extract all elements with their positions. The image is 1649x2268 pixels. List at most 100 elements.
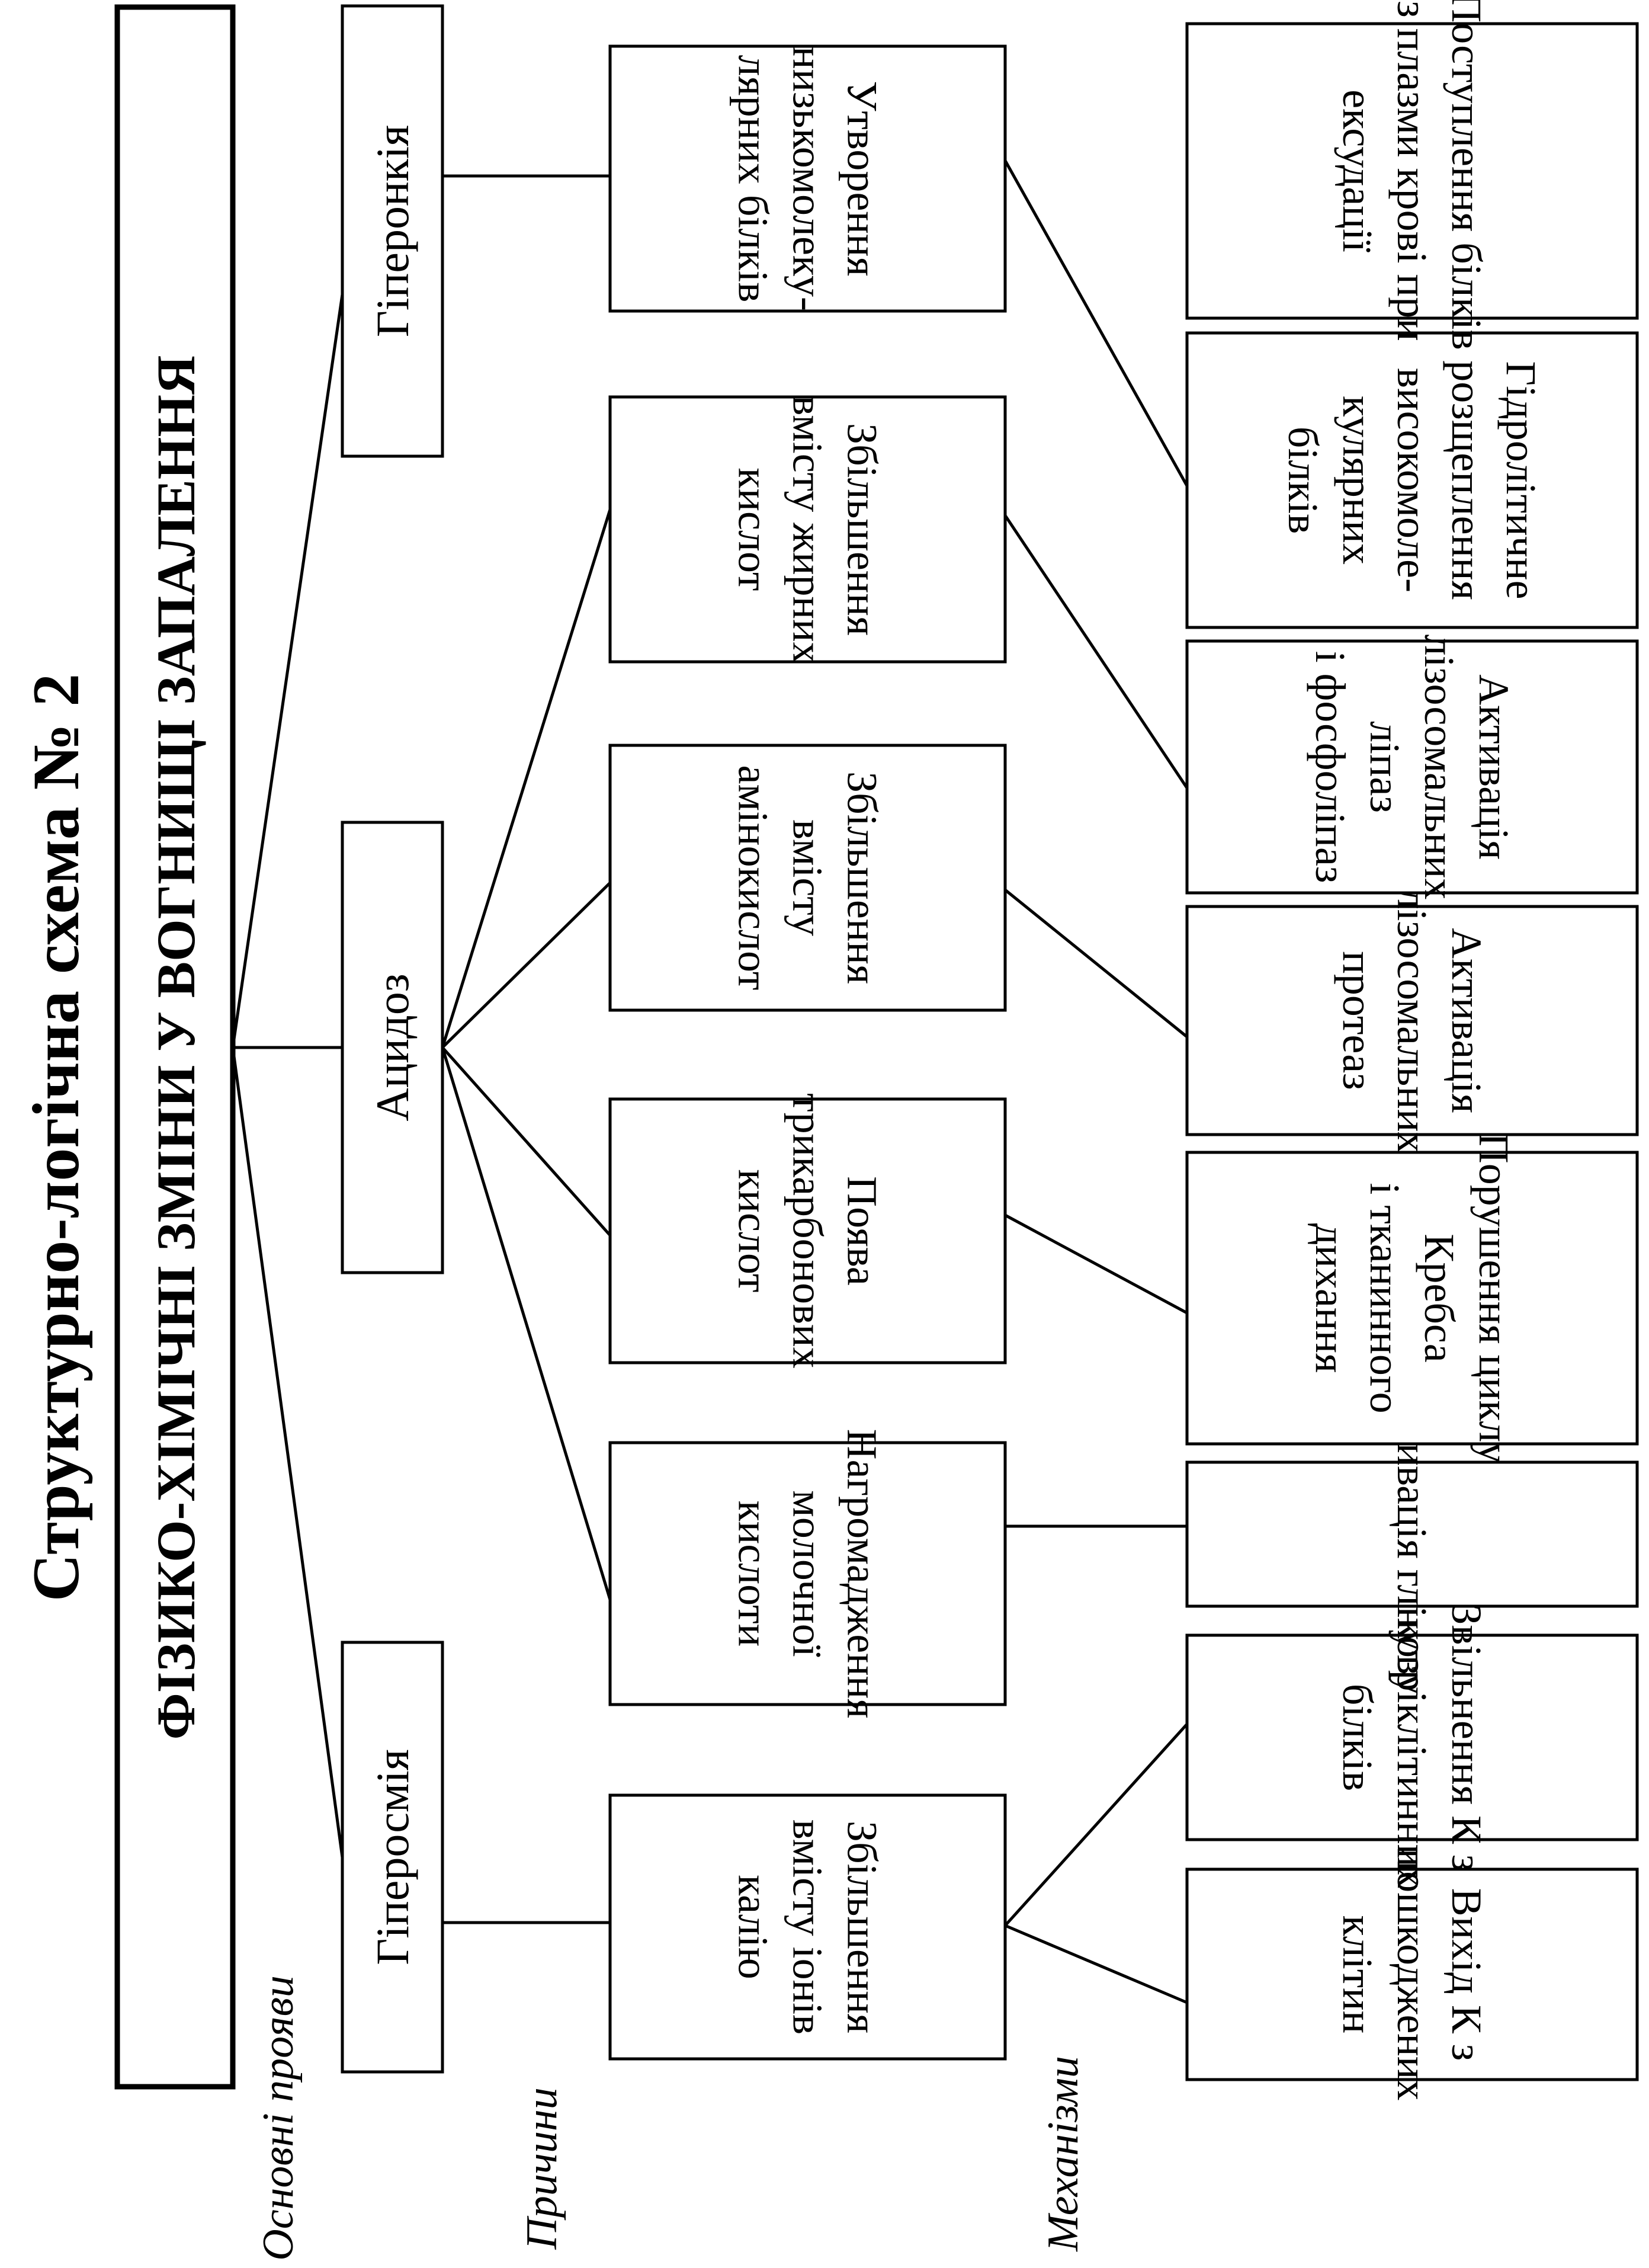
cause-label-line: Утворення xyxy=(839,81,886,276)
cause-label: Утвореннянизькомолеку-лярних білків xyxy=(730,46,886,311)
manifestation-column: Гіперосмія Ацидоз Гіперонкія xyxy=(341,4,444,2074)
manifestation-label: Гіперонкія xyxy=(367,125,418,337)
connector-lmw-hydrolysis xyxy=(1003,159,1189,487)
mechanism-label: Гідролітичнерозщепленнявисокомоле-кулярн… xyxy=(1279,360,1545,600)
connector-lines xyxy=(231,159,1189,2004)
mechanism-box xyxy=(1185,639,1639,895)
mechanism-lipase-activation: Активаціялізосомальнихліпазі фосфоліпаз xyxy=(1185,635,1639,900)
cause-box xyxy=(608,395,1007,664)
cause-box xyxy=(608,1441,1007,1706)
mechanism-box xyxy=(1185,331,1639,629)
connector-acidosis-aminoacids xyxy=(441,882,611,1049)
cause-box xyxy=(608,44,1007,313)
diagram-title: Структурно-логічна схема № 2 xyxy=(20,674,93,1602)
mechanism-label-line: Вихід К з xyxy=(1443,1888,1490,2061)
cause-label: Появатрикарбоновихкислот xyxy=(730,1093,886,1368)
mechanism-krebs-disruption: Порушення циклуКребсаі тканинногодихання xyxy=(1185,1133,1639,1464)
mechanism-label-line: ексудації xyxy=(1334,89,1381,252)
manifestation-box xyxy=(341,4,444,458)
manifestation-box xyxy=(341,1641,444,2074)
mechanism-label-line: дихання xyxy=(1307,1223,1354,1373)
mechanism-label-line: Звільнення К з xyxy=(1443,1604,1490,1872)
mechanism-potassium-cell-damage: Вихід К зпошкодженихклітин xyxy=(1185,1849,1639,2101)
connector-acidosis-lactic xyxy=(441,1047,612,1600)
manifestation-box xyxy=(341,821,444,1274)
cause-box xyxy=(608,1793,1007,2061)
mechanism-label-line: Активація xyxy=(1443,928,1490,1113)
connector-fattyacids-lipases xyxy=(1003,514,1189,789)
connector-root-hyperosmia xyxy=(231,1047,344,1858)
cause-box xyxy=(608,1097,1007,1364)
mechanism-box xyxy=(1185,1633,1639,1841)
cause-label-line: Збільшення xyxy=(839,1821,886,2033)
column-label-mechanisms: Механізми xyxy=(1039,2056,1087,2252)
connector-acidosis-tricarboxylic xyxy=(441,1046,611,1236)
manifestation-hyperoncia: Гіперонкія xyxy=(341,4,444,458)
mechanism-label-line: розщеплення xyxy=(1443,360,1490,600)
manifestation-acidosis: Ацидоз xyxy=(341,821,444,1274)
cause-label-line: трикарбонових xyxy=(784,1093,832,1368)
mechanism-label-line: пошкоджених xyxy=(1388,1849,1436,2101)
cause-label-line: Нагромадження xyxy=(839,1429,886,1719)
mechanism-label-line: клітин xyxy=(1334,1915,1381,2033)
cause-tricarboxylic-acids: Появатрикарбоновихкислот xyxy=(608,1093,1007,1369)
mechanism-plasma-proteins: Поступлення білківз плазми крові приексу… xyxy=(1185,0,1639,350)
cause-lmw-proteins: Утвореннянизькомолеку-лярних білків xyxy=(608,44,1007,313)
cause-amino-acids: Збільшеннявмістуамінокислот xyxy=(608,744,1007,1012)
cause-label-line: лярних білків xyxy=(730,55,777,303)
mechanism-potassium-protein-release: Звільнення К звнутріклітиннихбілків xyxy=(1185,1587,1639,1888)
cause-lactic-acid: Нагромадженнямолочноїкислоти xyxy=(608,1429,1007,1719)
diagram-subtitle: ФІЗИКО-ХІМІЧНІ ЗМІНИ У ВОГНИЩІ ЗАПАЛЕННЯ xyxy=(146,355,206,1740)
mechanism-box xyxy=(1185,22,1639,320)
column-label-causes: Причини xyxy=(518,2087,566,2250)
mechanism-label-line: ліпаз xyxy=(1361,721,1409,813)
connector-potassium-cell-damage xyxy=(1005,1924,1188,2004)
cause-label-line: амінокислот xyxy=(730,765,777,991)
column-label-manifestations: Основні прояви xyxy=(254,1975,303,2260)
cause-label-line: Поява xyxy=(839,1176,886,1286)
mechanism-box xyxy=(1185,1151,1639,1446)
cause-label: Збільшеннявмісту іонівкалію xyxy=(730,1819,886,2035)
connector-acidosis-fattyacids xyxy=(441,509,612,1048)
mechanism-label-line: кулярних xyxy=(1334,396,1381,565)
mechanism-label-line: Гідролітичне xyxy=(1497,361,1545,600)
cause-label-line: низькомолеку- xyxy=(784,46,832,311)
cause-label: Збільшеннявмісту жирнихкислот xyxy=(730,395,886,663)
cause-fatty-acids: Збільшеннявмісту жирнихкислот xyxy=(608,395,1007,664)
manifestation-label: Ацидоз xyxy=(367,973,418,1121)
mechanism-label-line: і фосфоліпаз xyxy=(1307,651,1354,883)
mechanism-label: Порушення циклуКребсаі тканинногодихання xyxy=(1307,1133,1518,1464)
connector-aminoacids-proteases xyxy=(1004,889,1188,1038)
cause-label-line: кислот xyxy=(730,1170,777,1293)
cause-label-line: вмісту xyxy=(784,819,832,936)
cause-label-line: вмісту жирних xyxy=(784,395,832,663)
mechanism-label-line: білків xyxy=(1334,1684,1381,1792)
cause-label-line: Збільшення xyxy=(839,771,886,984)
mechanism-label-line: Активація xyxy=(1470,674,1518,860)
cause-label-line: калію xyxy=(730,1875,777,1979)
cause-label-line: кислоти xyxy=(730,1501,777,1646)
cause-potassium-ions: Збільшеннявмісту іонівкалію xyxy=(608,1793,1007,2061)
mechanism-label-line: внутріклітинних xyxy=(1388,1587,1436,1888)
cause-label-line: кислот xyxy=(730,468,777,591)
mechanism-label: Звільнення К звнутріклітиннихбілків xyxy=(1334,1587,1490,1888)
cause-label: Нагромадженнямолочноїкислоти xyxy=(730,1429,886,1719)
mechanism-label-line: лізосомальних xyxy=(1416,635,1463,900)
root-box xyxy=(114,4,236,2090)
cause-label-line: Збільшення xyxy=(839,423,886,636)
manifestation-label: Гіперосмія xyxy=(367,1749,418,1965)
cause-label: Збільшеннявмістуамінокислот xyxy=(730,765,886,991)
mechanism-box xyxy=(1185,1460,1639,1608)
mechanism-label-line: білків xyxy=(1279,427,1327,534)
mechanism-label: Вихід К зпошкодженихклітин xyxy=(1334,1849,1490,2101)
cause-label-line: молочної xyxy=(784,1490,832,1657)
connector-potassium-protein-release xyxy=(1004,1723,1188,1927)
connector-tricarboxylic-krebs xyxy=(1004,1213,1188,1315)
mechanism-label-line: Кребса xyxy=(1416,1234,1463,1362)
mechanism-label: Поступлення білківз плазми крові приексу… xyxy=(1334,0,1490,350)
mechanism-box xyxy=(1185,1867,1639,2081)
mechanism-protein-hydrolysis: Гідролітичнерозщепленнявисокомоле-кулярн… xyxy=(1185,331,1639,629)
mechanism-label-line: Поступлення білків xyxy=(1443,0,1490,350)
